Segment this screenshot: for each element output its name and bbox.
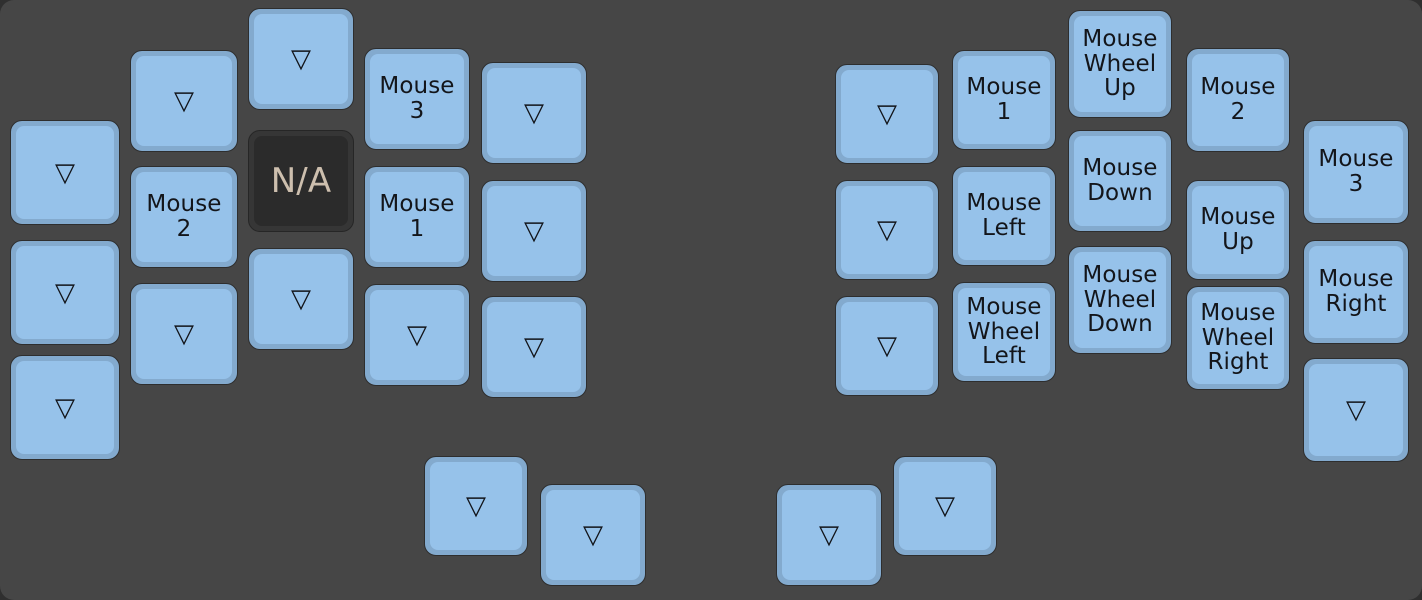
key-cap-label: Mouse 1 xyxy=(370,172,464,262)
blank-key-triangle-icon: ▽ xyxy=(523,98,545,128)
blank-key-triangle-icon: ▽ xyxy=(523,332,545,362)
key-blank[interactable]: ▽ xyxy=(10,120,120,225)
key-mouse-down[interactable]: Mouse Down xyxy=(1068,130,1172,232)
blank-key-triangle-icon: ▽ xyxy=(54,392,76,423)
blank-key-triangle-icon: ▽ xyxy=(465,491,487,521)
key-blank[interactable]: ▽ xyxy=(424,456,528,556)
key-cap-label: N/A xyxy=(254,136,348,226)
key-blank[interactable]: ▽ xyxy=(364,284,470,386)
key-cap-label: ▽ xyxy=(841,302,933,390)
key-blank[interactable]: ▽ xyxy=(835,296,939,396)
key-cap-label: ▽ xyxy=(841,186,933,274)
key-cap-label: ▽ xyxy=(16,126,114,219)
key-blank[interactable]: ▽ xyxy=(481,62,587,164)
key-cap-label: Mouse 3 xyxy=(1309,126,1403,218)
key-cap-label: ▽ xyxy=(1309,364,1403,456)
key-blank[interactable]: ▽ xyxy=(893,456,997,556)
blank-key-triangle-icon: ▽ xyxy=(290,44,312,74)
key-cap-label: ▽ xyxy=(487,302,581,392)
blank-key-triangle-icon: ▽ xyxy=(54,157,76,188)
blank-key-triangle-icon: ▽ xyxy=(290,284,312,314)
key-mouse-right[interactable]: Mouse Right xyxy=(1303,240,1409,344)
blank-key-triangle-icon: ▽ xyxy=(173,319,195,349)
key-cap-label: Mouse Up xyxy=(1192,186,1284,274)
blank-key-triangle-icon: ▽ xyxy=(173,86,195,116)
key-blank[interactable]: ▽ xyxy=(540,484,646,586)
blank-key-triangle-icon: ▽ xyxy=(54,277,76,308)
key-mouse-3[interactable]: Mouse 3 xyxy=(364,48,470,150)
key-cap-label: ▽ xyxy=(254,254,348,344)
blank-key-triangle-icon: ▽ xyxy=(876,99,898,129)
key-blank[interactable]: ▽ xyxy=(776,484,882,586)
key-blank[interactable]: ▽ xyxy=(248,248,354,350)
key-cap-label: ▽ xyxy=(254,14,348,104)
key-cap-label: ▽ xyxy=(16,361,114,454)
key-blank[interactable]: ▽ xyxy=(10,355,120,460)
blank-key-triangle-icon: ▽ xyxy=(818,520,840,550)
key-mouse-up[interactable]: Mouse Up xyxy=(1186,180,1290,280)
key-blank[interactable]: ▽ xyxy=(481,180,587,282)
key-cap-label: ▽ xyxy=(782,490,876,580)
key-blank[interactable]: ▽ xyxy=(1303,358,1409,462)
key-blank[interactable]: ▽ xyxy=(248,8,354,110)
key-mouse-1[interactable]: Mouse 1 xyxy=(952,50,1056,150)
key-cap-label: ▽ xyxy=(136,56,232,146)
key-cap-label: Mouse Right xyxy=(1309,246,1403,338)
key-cap-label: ▽ xyxy=(136,289,232,379)
key-cap-label: Mouse 2 xyxy=(136,172,232,262)
key-cap-label: Mouse Wheel Up xyxy=(1074,16,1166,112)
key-cap-label: ▽ xyxy=(546,490,640,580)
key-cap-label: Mouse Down xyxy=(1074,136,1166,226)
key-mouse-wheel-down[interactable]: Mouse Wheel Down xyxy=(1068,246,1172,354)
key-mouse-wheel-right[interactable]: Mouse Wheel Right xyxy=(1186,286,1290,390)
blank-key-triangle-icon: ▽ xyxy=(523,216,545,246)
blank-key-triangle-icon: ▽ xyxy=(876,331,898,361)
key-mouse-left[interactable]: Mouse Left xyxy=(952,166,1056,266)
blank-key-triangle-icon: ▽ xyxy=(934,491,956,521)
key-cap-label: Mouse Wheel Right xyxy=(1192,292,1284,384)
key-cap-label: ▽ xyxy=(370,290,464,380)
key-blank[interactable]: ▽ xyxy=(835,64,939,164)
key-cap-label: ▽ xyxy=(16,246,114,339)
key-cap-label: ▽ xyxy=(487,68,581,158)
key-mouse-wheel-up[interactable]: Mouse Wheel Up xyxy=(1068,10,1172,118)
key-cap-label: ▽ xyxy=(430,462,522,550)
key-mouse-2[interactable]: Mouse 2 xyxy=(1186,48,1290,152)
key-blank[interactable]: ▽ xyxy=(481,296,587,398)
key-cap-label: Mouse 1 xyxy=(958,56,1050,144)
key-cap-label: Mouse Left xyxy=(958,172,1050,260)
key-n-a[interactable]: N/A xyxy=(248,130,354,232)
key-cap-label: Mouse Wheel Left xyxy=(958,288,1050,376)
key-cap-label: ▽ xyxy=(487,186,581,276)
key-blank[interactable]: ▽ xyxy=(10,240,120,345)
key-cap-label: Mouse 3 xyxy=(370,54,464,144)
key-blank[interactable]: ▽ xyxy=(835,180,939,280)
key-blank[interactable]: ▽ xyxy=(130,50,238,152)
blank-key-triangle-icon: ▽ xyxy=(876,215,898,245)
key-mouse-3[interactable]: Mouse 3 xyxy=(1303,120,1409,224)
key-mouse-2[interactable]: Mouse 2 xyxy=(130,166,238,268)
key-mouse-wheel-left[interactable]: Mouse Wheel Left xyxy=(952,282,1056,382)
key-cap-label: Mouse Wheel Down xyxy=(1074,252,1166,348)
key-cap-label: ▽ xyxy=(899,462,991,550)
blank-key-triangle-icon: ▽ xyxy=(1345,395,1367,425)
key-mouse-1[interactable]: Mouse 1 xyxy=(364,166,470,268)
key-cap-label: ▽ xyxy=(841,70,933,158)
key-blank[interactable]: ▽ xyxy=(130,283,238,385)
blank-key-triangle-icon: ▽ xyxy=(582,520,604,550)
blank-key-triangle-icon: ▽ xyxy=(406,320,428,350)
key-cap-label: Mouse 2 xyxy=(1192,54,1284,146)
